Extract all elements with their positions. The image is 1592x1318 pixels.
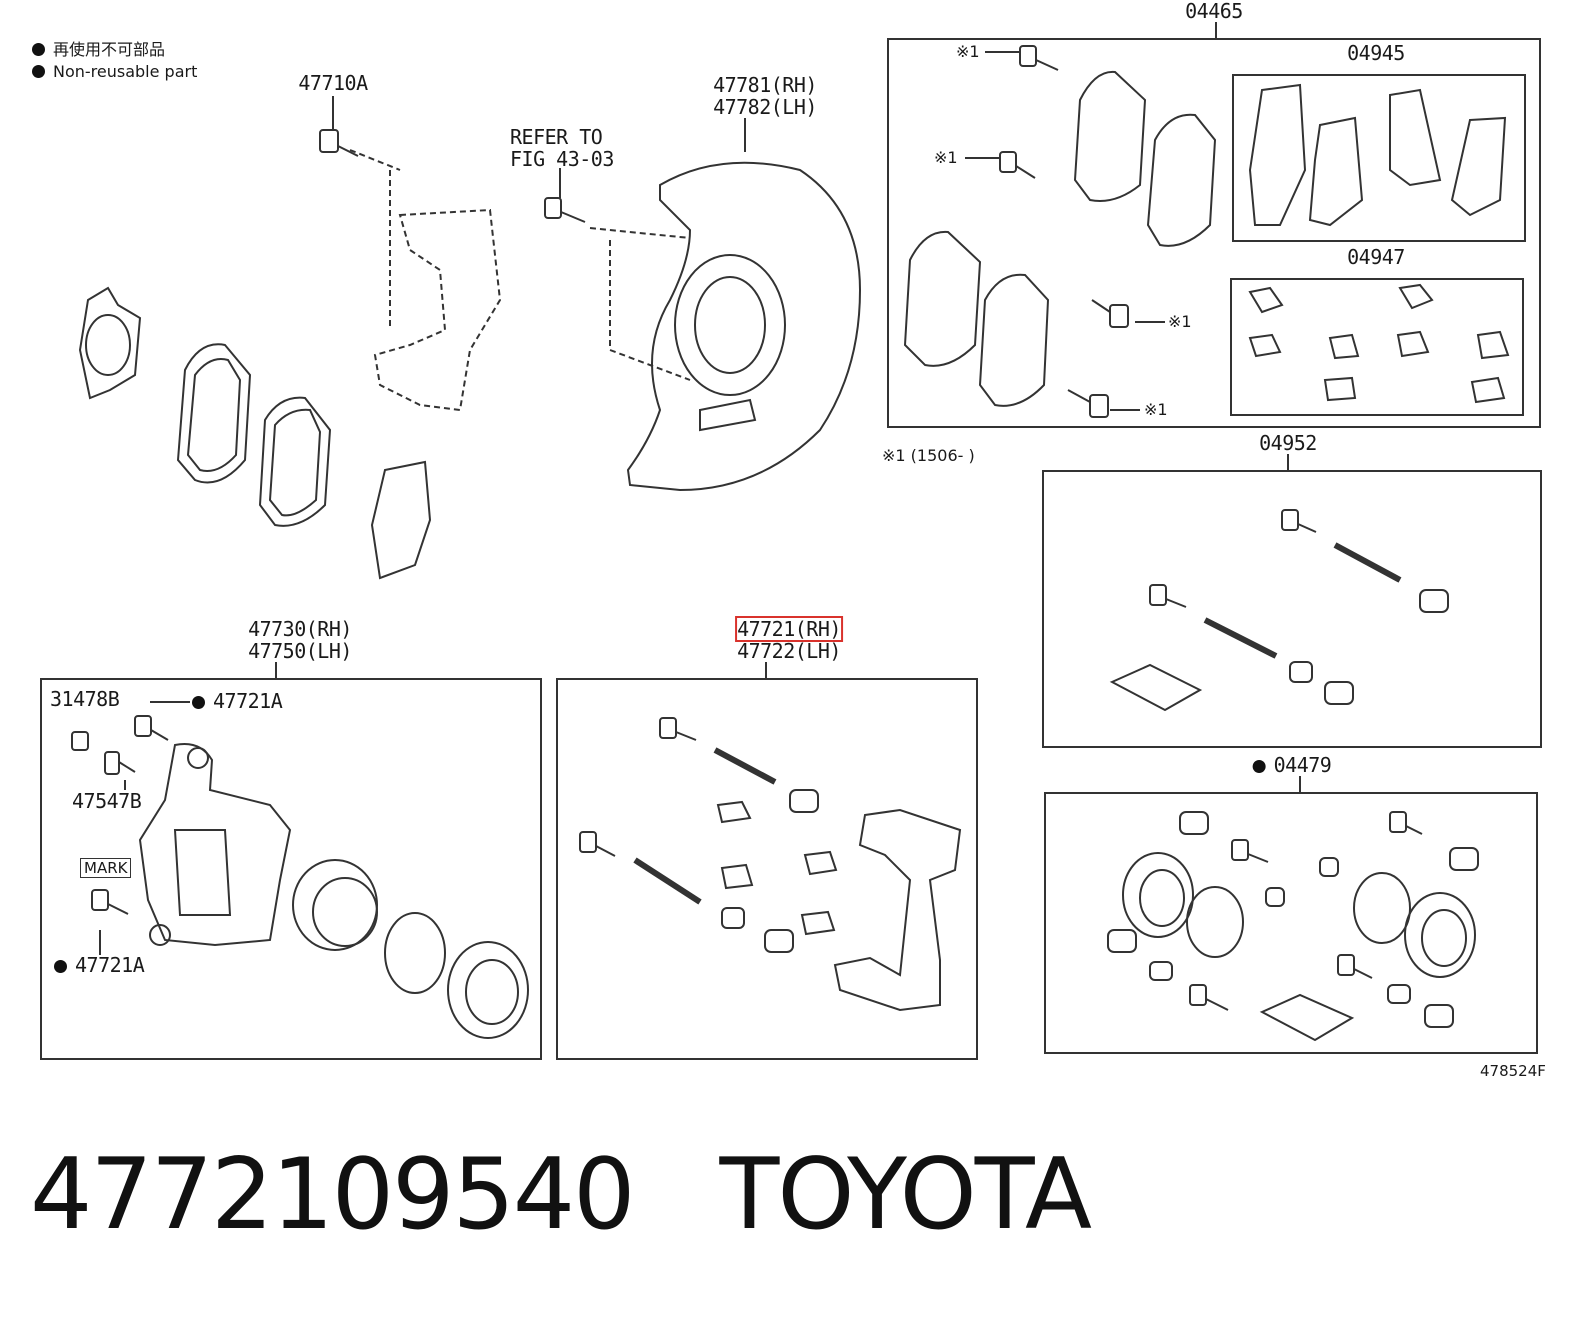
label-47782[interactable]: 47782(LH) (713, 95, 817, 119)
bullet-icon (1252, 760, 1266, 773)
footer-title: 4772109540 TOYOTA (30, 1138, 1093, 1252)
label-47750[interactable]: 47750(LH) (248, 639, 352, 663)
brand-name: TOYOTA (719, 1138, 1093, 1252)
label-47781[interactable]: 47781(RH) (713, 73, 817, 97)
marker-note-1: ※1 (956, 42, 980, 61)
label-04952[interactable]: 04952 (1259, 431, 1317, 455)
marker-note-3: ※1 (1168, 312, 1192, 331)
kit-box-47721 (556, 678, 978, 1060)
label-47730[interactable]: 47730(RH) (248, 617, 352, 641)
marker-note-2: ※1 (934, 148, 958, 167)
kit-box-04952 (1042, 470, 1542, 748)
bullet-icon (32, 43, 45, 56)
bullet-icon (192, 696, 205, 709)
figure-code: 478524F (1480, 1062, 1546, 1080)
kit-box-04465 (887, 38, 1541, 428)
label-47710A[interactable]: 47710A (298, 71, 368, 95)
legend-en-text: Non-reusable part (53, 62, 198, 81)
label-47721A-bottom-text: 47721A (75, 953, 145, 977)
legend-jp-text: 再使用不可部品 (53, 40, 166, 59)
kit-box-04945 (1232, 74, 1526, 242)
kit-box-04947 (1230, 278, 1524, 416)
legend-jp: 再使用不可部品 (32, 36, 165, 60)
footnote: ※1 (1506- ) (882, 446, 975, 465)
mark-label: MARK (80, 858, 132, 878)
bullet-icon (54, 960, 67, 973)
kit-box-47730 (40, 678, 542, 1060)
label-47547B[interactable]: 47547B (72, 789, 142, 813)
kit-box-04479 (1044, 792, 1538, 1054)
label-04479-text: 04479 (1273, 753, 1332, 777)
bullet-icon (32, 65, 45, 78)
label-47721A-top-text: 47721A (213, 689, 283, 713)
marker-note-4: ※1 (1144, 400, 1168, 419)
label-04479[interactable]: 04479 (1252, 753, 1332, 777)
label-refer-line1: REFER TO (510, 125, 603, 149)
label-47721A-top[interactable]: 47721A (192, 689, 283, 713)
part-number: 4772109540 (30, 1138, 636, 1252)
label-47722[interactable]: 47722(LH) (737, 639, 841, 663)
label-04947[interactable]: 04947 (1347, 245, 1405, 269)
label-04945[interactable]: 04945 (1347, 41, 1405, 65)
label-47721A-bottom[interactable]: 47721A (54, 953, 145, 977)
legend-en: Non-reusable part (32, 62, 197, 81)
label-04465[interactable]: 04465 (1185, 0, 1243, 23)
label-31478B[interactable]: 31478B (50, 687, 120, 711)
label-refer-line2[interactable]: FIG 43-03 (510, 147, 614, 171)
label-47721-highlighted[interactable]: 47721(RH) (735, 616, 843, 642)
